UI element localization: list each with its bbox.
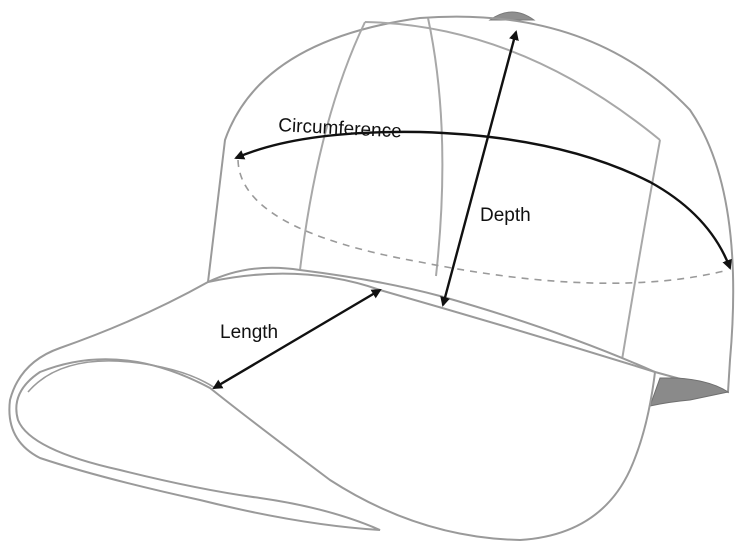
length-label: Length: [220, 322, 278, 343]
length-arrow: [212, 288, 382, 390]
depth-arrow: [440, 30, 519, 307]
crown-seam-middle: [427, 17, 444, 277]
circumference-label: Circumference: [278, 115, 402, 142]
circumference-arrow: [234, 130, 732, 270]
crown-seam-top: [364, 21, 661, 141]
depth-label: Depth: [480, 205, 531, 226]
cap-brim-inner-edge: [27, 360, 216, 393]
crown-seam-right: [619, 139, 661, 373]
cap-brim: [8, 266, 657, 542]
cap-strap: [649, 377, 730, 407]
cap-brim-top-edge: [207, 272, 656, 373]
